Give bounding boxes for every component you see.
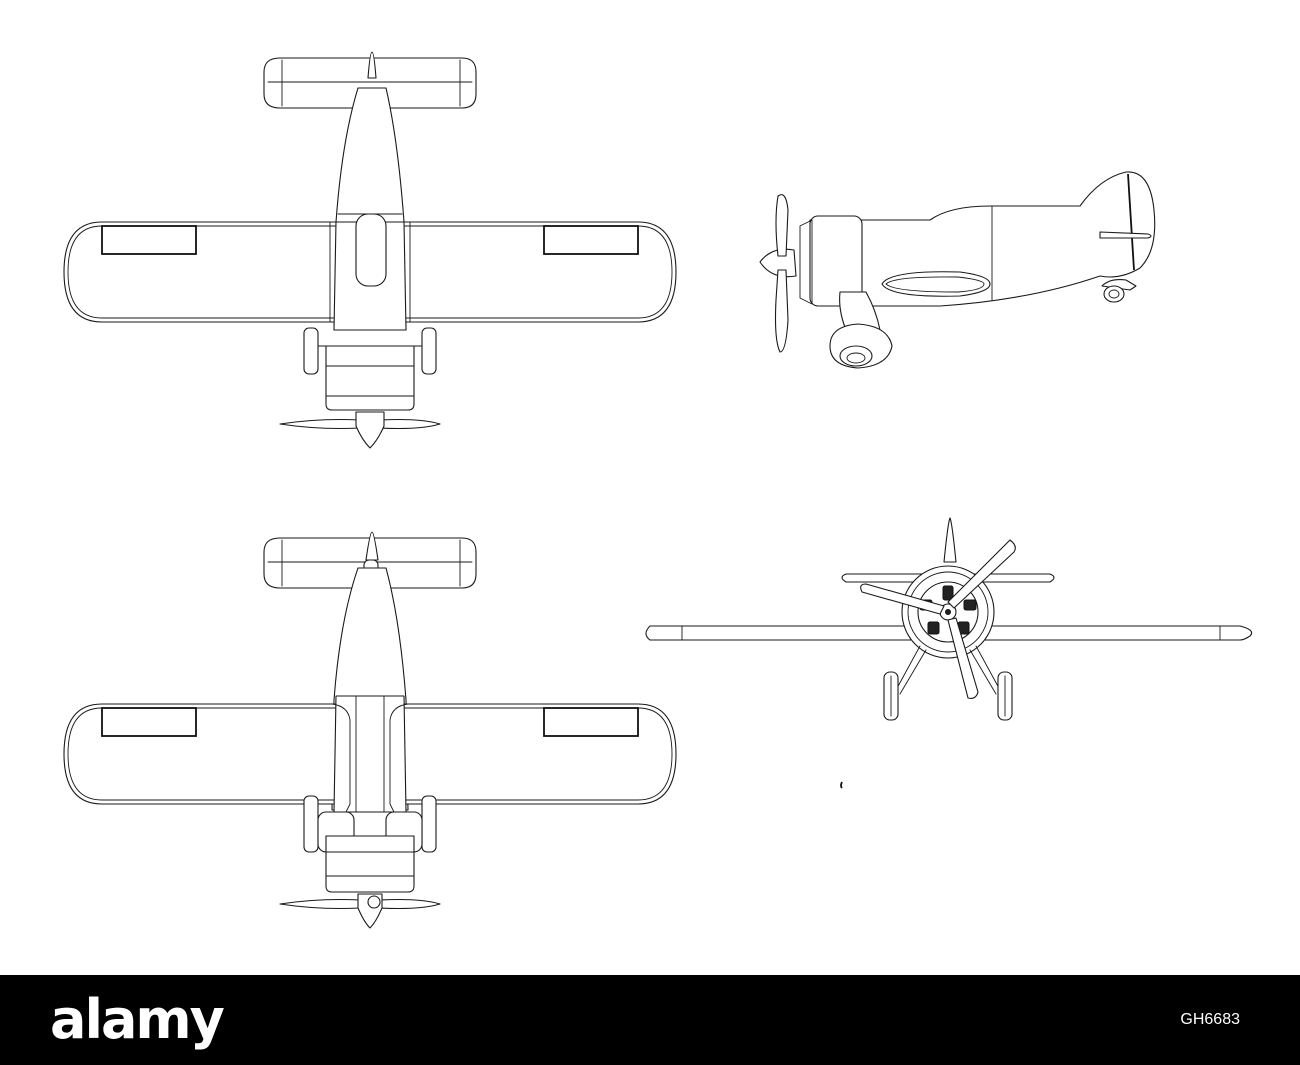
stray-mark [840,781,843,789]
watermark-footer: alamy GH6683 [0,975,1300,1065]
image-id-label: GH6683 [1180,1011,1240,1028]
front-view [645,517,1253,721]
bottom-view [63,531,677,929]
side-view [759,171,1156,369]
alamy-logo: alamy [50,988,225,1051]
drawing-canvas [63,51,1253,929]
top-view [63,51,677,449]
